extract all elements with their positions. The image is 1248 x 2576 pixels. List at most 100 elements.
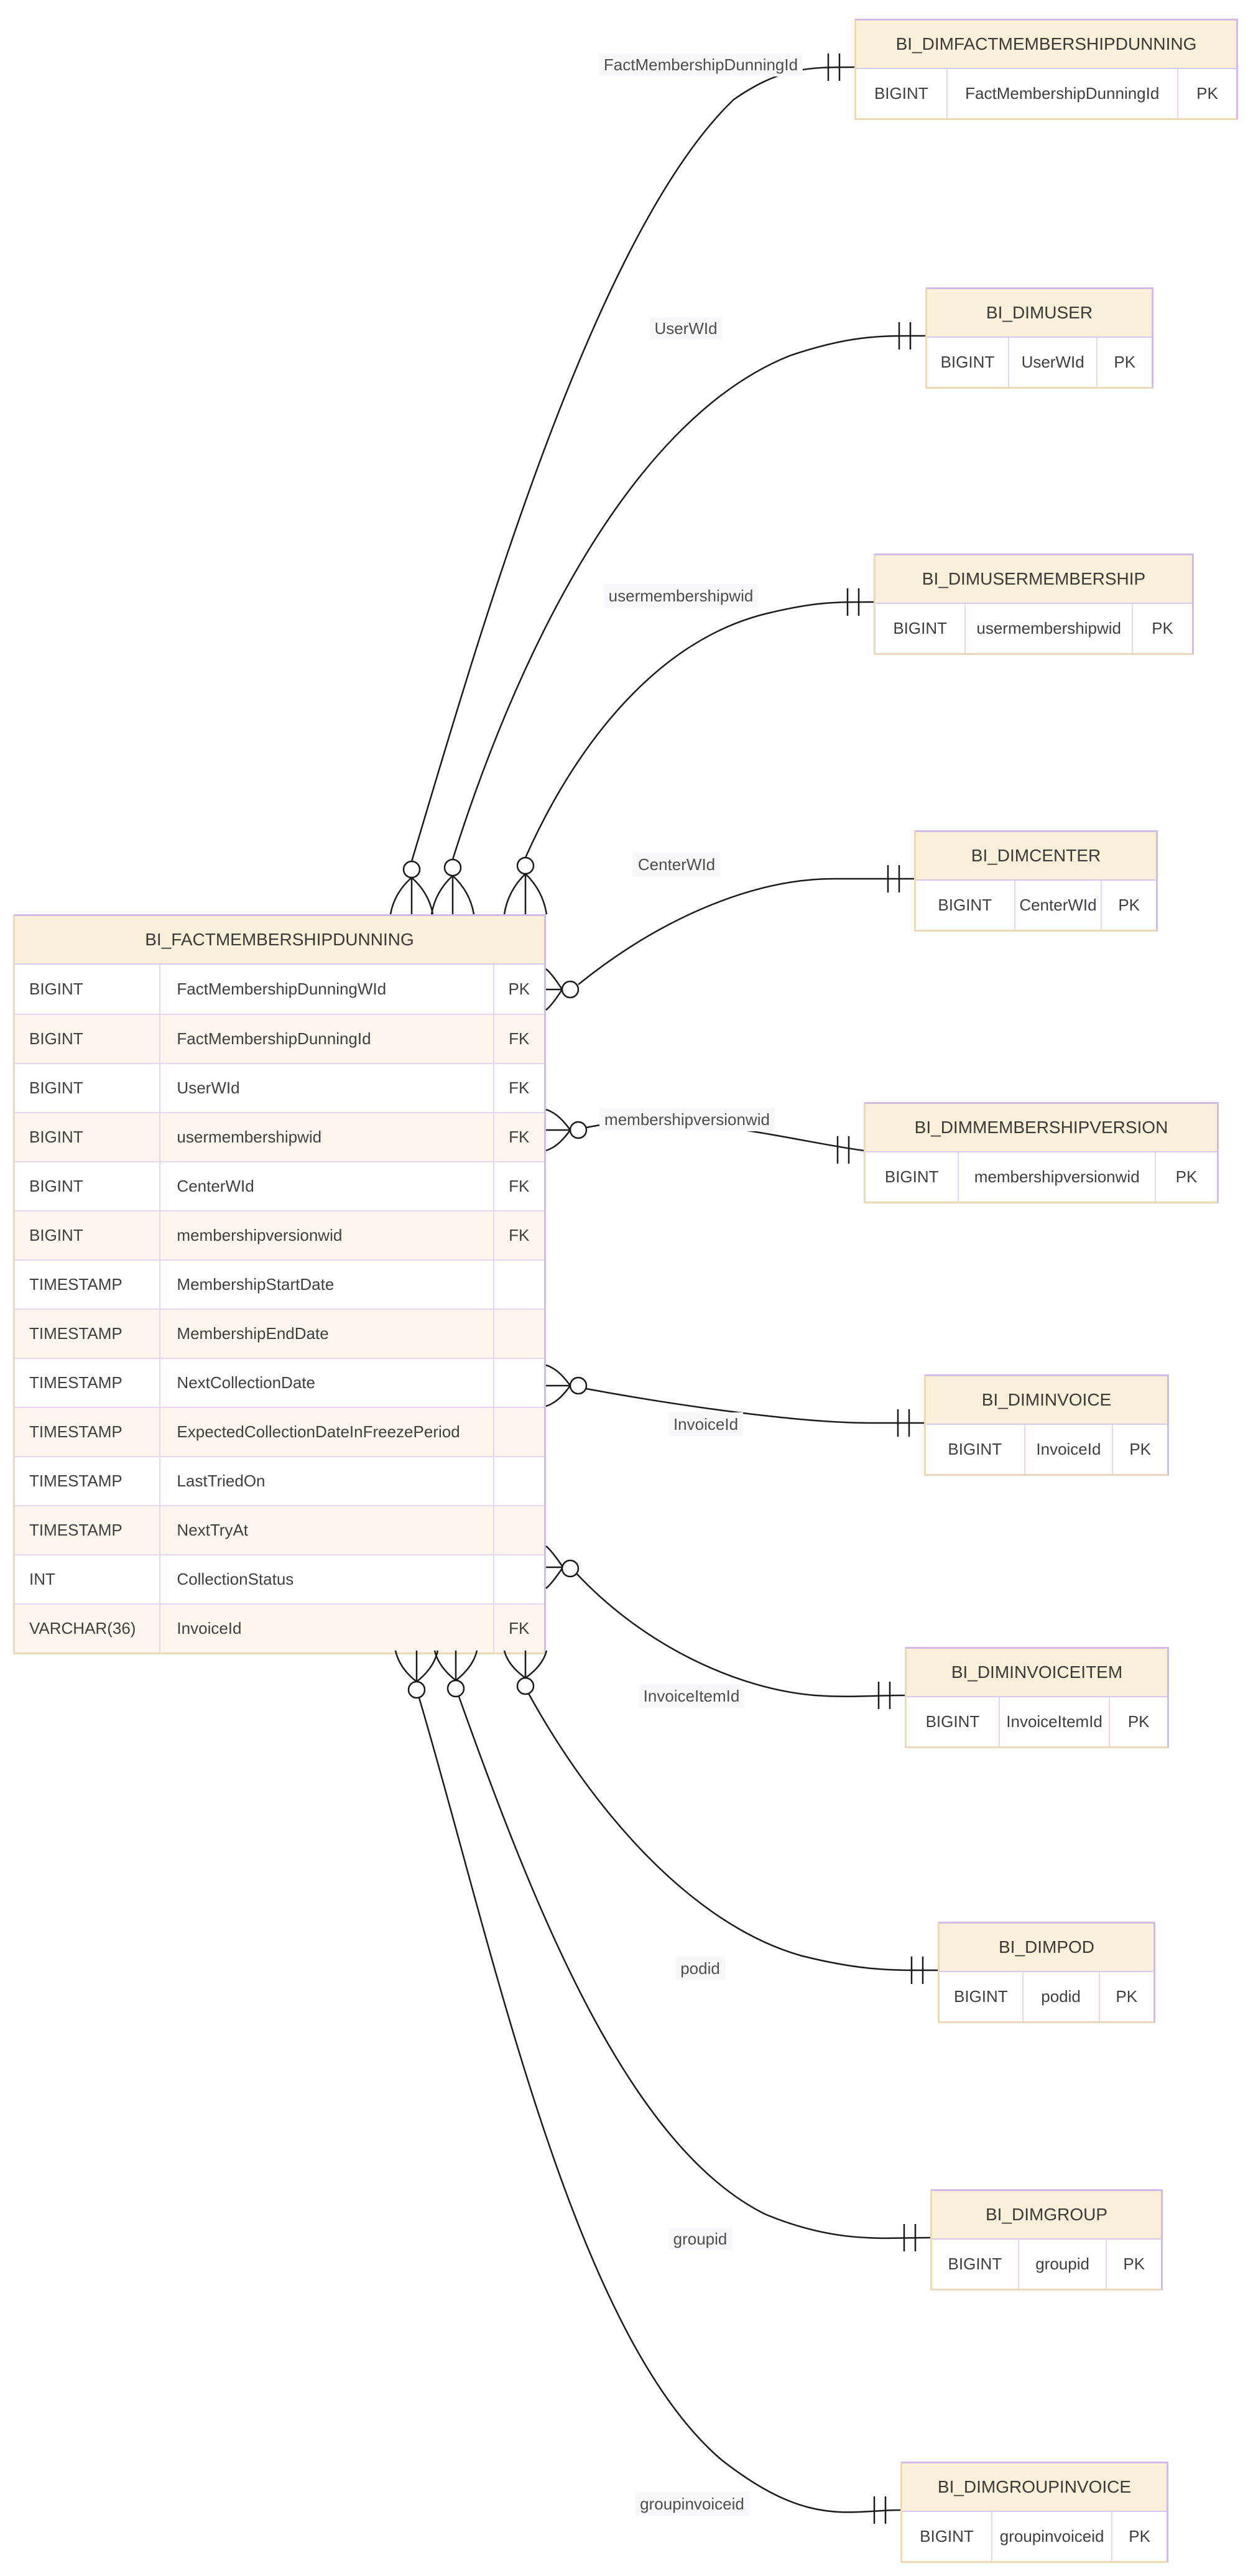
table-row: INT CollectionStatus [15, 1554, 544, 1603]
relationship-label: usermembershipwid [603, 584, 759, 608]
column-key: FK [492, 1015, 544, 1063]
column-name: groupinvoiceid [991, 2512, 1111, 2561]
table-row: VARCHAR(36) InvoiceId FK [15, 1603, 544, 1652]
zero-or-many-circle [516, 1677, 535, 1695]
column-key: PK [1106, 2240, 1161, 2289]
column-key: PK [1101, 881, 1156, 930]
table-row: BIGINT membershipversionwid FK [15, 1210, 544, 1259]
table-title: BI_DIMGROUP [932, 2191, 1161, 2240]
crow-foot [430, 875, 475, 915]
column-key: PK [492, 965, 544, 1014]
crow-foot [394, 1650, 439, 1682]
column-type: BIGINT [874, 84, 928, 103]
column-key: FK [492, 1605, 544, 1652]
crow-foot [545, 1108, 571, 1152]
entity-table-bi-dimuser[interactable]: BI_DIMUSER BIGINT UserWId PK [925, 287, 1153, 389]
column-type: BIGINT [948, 2254, 1002, 2273]
column-key: PK [1176, 69, 1236, 118]
column-name: ExpectedCollectionDateInFreezePeriod [159, 1408, 492, 1456]
table-row: TIMESTAMP ExpectedCollectionDateInFreeze… [15, 1407, 544, 1456]
entity-table-bi-dimcenter[interactable]: BI_DIMCENTER BIGINT CenterWId PK [914, 830, 1158, 932]
table-row: BIGINT UserWId PK [927, 338, 1152, 387]
column-type: BIGINT [938, 896, 992, 914]
table-title: BI_DIMPOD [940, 1924, 1153, 1972]
column-type: BIGINT [925, 1712, 980, 1731]
entity-table-bi-factmembershipdunning[interactable]: BI_FACTMEMBERSHIPDUNNING BIGINT FactMemb… [13, 914, 546, 1654]
column-name: NextTryAt [159, 1506, 492, 1554]
table-row: TIMESTAMP NextTryAt [15, 1505, 544, 1554]
zero-or-many-circle [561, 980, 580, 999]
zero-or-many-circle [569, 1121, 588, 1139]
crow-foot [503, 873, 548, 915]
column-name: podid [1022, 1972, 1099, 2021]
crow-foot [545, 1545, 563, 1589]
entity-table-bi-dimusermembership[interactable]: BI_DIMUSERMEMBERSHIP BIGINT usermembersh… [874, 554, 1194, 655]
table-row: BIGINT groupinvoiceid PK [902, 2512, 1167, 2561]
column-type: TIMESTAMP [29, 1471, 122, 1490]
column-name: usermembershipwid [159, 1113, 492, 1161]
entity-table-bi-dimfactmembershipdunning[interactable]: BI_DIMFACTMEMBERSHIPDUNNING BIGINT FactM… [854, 19, 1238, 120]
column-type: BIGINT [29, 1226, 83, 1244]
column-name: InvoiceId [159, 1605, 492, 1652]
column-name: membershipversionwid [159, 1212, 492, 1259]
table-row: TIMESTAMP MembershipEndDate [15, 1309, 544, 1358]
table-row: TIMESTAMP LastTriedOn [15, 1456, 544, 1505]
crow-foot [433, 1650, 478, 1681]
column-name: LastTriedOn [159, 1457, 492, 1505]
column-type: BIGINT [940, 353, 995, 371]
column-name: FactMembershipDunningId [946, 69, 1177, 118]
table-title: BI_FACTMEMBERSHIPDUNNING [15, 916, 544, 965]
relationship-groupid [433, 1650, 931, 2251]
column-type: BIGINT [884, 1167, 939, 1186]
zero-or-many-circle [569, 1376, 588, 1395]
one-and-only-one-ticks [898, 322, 912, 350]
zero-or-many-circle [516, 856, 535, 875]
relationship-label: InvoiceItemId [638, 1684, 745, 1708]
zero-or-many-circle [561, 1559, 580, 1578]
column-name: FactMembershipDunningId [159, 1015, 492, 1063]
column-key: PK [1112, 1425, 1167, 1474]
table-row: TIMESTAMP MembershipStartDate [15, 1259, 544, 1309]
relationship-label: UserWId [649, 317, 723, 340]
column-name: groupid [1017, 2240, 1106, 2289]
entity-table-bi-dimgroup[interactable]: BI_DIMGROUP BIGINT groupid PK [930, 2189, 1163, 2291]
table-row: BIGINT UserWId FK [15, 1063, 544, 1112]
table-title: BI_DIMMEMBERSHIPVERSION [866, 1104, 1217, 1152]
relationship-label: membershipversionwid [599, 1108, 775, 1131]
column-type: BIGINT [29, 1078, 83, 1097]
table-row: BIGINT podid PK [940, 1972, 1153, 2021]
column-type: BIGINT [920, 2527, 974, 2546]
table-row: BIGINT FactMembershipDunningId PK [856, 69, 1236, 118]
crow-foot [545, 968, 563, 1011]
table-title: BI_DIMGROUPINVOICE [902, 2463, 1167, 2512]
entity-table-bi-dimgroupinvoice[interactable]: BI_DIMGROUPINVOICE BIGINT groupinvoiceid… [900, 2462, 1168, 2563]
column-key: FK [492, 1064, 544, 1112]
table-title: BI_DIMFACTMEMBERSHIPDUNNING [856, 21, 1236, 69]
column-type: BIGINT [948, 1440, 1002, 1458]
entity-table-bi-dimmembershipversion[interactable]: BI_DIMMEMBERSHIPVERSION BIGINT membershi… [864, 1102, 1219, 1203]
table-title: BI_DIMUSER [927, 289, 1152, 338]
table-row: TIMESTAMP NextCollectionDate [15, 1358, 544, 1407]
relationship-label: groupid [668, 2227, 733, 2251]
table-row: BIGINT usermembershipwid PK [876, 604, 1192, 653]
column-key [492, 1408, 544, 1456]
column-type: BIGINT [29, 1128, 83, 1146]
column-type: TIMESTAMP [29, 1275, 122, 1294]
entity-table-bi-diminvoice[interactable]: BI_DIMINVOICE BIGINT InvoiceId PK [924, 1374, 1169, 1476]
table-title: BI_DIMINVOICE [926, 1376, 1167, 1425]
column-name: CenterWId [1014, 881, 1101, 930]
column-name: UserWId [159, 1064, 492, 1112]
column-name: InvoiceItemId [998, 1697, 1109, 1746]
relationship-label: InvoiceId [668, 1412, 744, 1436]
column-key: FK [492, 1212, 544, 1259]
column-type: BIGINT [953, 1987, 1008, 2006]
entity-table-bi-dimpod[interactable]: BI_DIMPOD BIGINT podid PK [938, 1922, 1155, 2023]
entity-table-bi-diminvoiceitem[interactable]: BI_DIMINVOICEITEM BIGINT InvoiceItemId P… [905, 1647, 1169, 1748]
zero-or-many-circle [407, 1680, 426, 1699]
table-title: BI_DIMCENTER [916, 832, 1156, 881]
table-body: BIGINT FactMembershipDunningWId PK BIGIN… [15, 965, 544, 1652]
table-row: BIGINT membershipversionwid PK [866, 1152, 1217, 1202]
column-name: MembershipEndDate [159, 1310, 492, 1358]
column-name: CollectionStatus [159, 1555, 492, 1603]
column-key [492, 1310, 544, 1358]
